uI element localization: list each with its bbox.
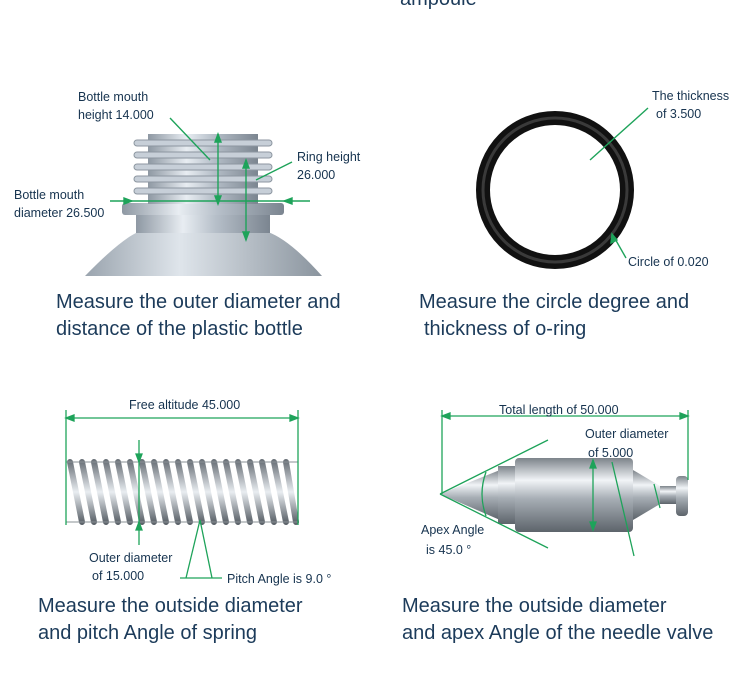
pitch-angle-value: Pitch Angle is 9.0 °	[227, 572, 332, 586]
ring-height-value: 26.000	[297, 168, 336, 182]
needle-outer-diameter-value: of 5.000	[588, 446, 634, 460]
needle-caption-line2: and apex Angle of the needle valve	[402, 622, 714, 644]
needle-caption-line1: Measure the outside diameter	[402, 595, 667, 617]
bottle-mouth-height-value: height 14.000	[78, 108, 154, 122]
needle-outer-diameter-label: Outer diameter	[585, 427, 669, 441]
apex-angle-label: Apex Angle	[421, 523, 485, 537]
top-fragment-text: ampoule	[400, 0, 477, 11]
total-length-value: Total length of 50.000	[499, 403, 619, 417]
spring-outer-diameter-value: of 15.000	[92, 569, 145, 583]
bottle-mouth-diameter-value: diameter 26.500	[14, 206, 105, 220]
spring-outer-diameter-label: Outer diameter	[89, 551, 173, 565]
bottle-caption-line2: distance of the plastic bottle	[56, 318, 303, 340]
bottle-mouth-diameter-label: Bottle mouth	[14, 188, 85, 202]
apex-angle-value: is 45.0 °	[426, 543, 472, 557]
bottle-mouth-height-label: Bottle mouth	[78, 90, 149, 104]
circle-value: Circle of 0.020	[628, 255, 709, 269]
spring-caption-line1: Measure the outside diameter	[38, 595, 303, 617]
ring-height-label: Ring height	[297, 150, 361, 164]
o-ring-caption-line2: thickness of o-ring	[424, 318, 587, 340]
bottle-caption-line1: Measure the outer diameter and	[56, 291, 341, 313]
thickness-label: The thickness	[652, 89, 730, 103]
free-altitude-value: Free altitude 45.000	[129, 398, 241, 412]
thickness-value: of 3.500	[656, 107, 702, 121]
spring-caption-line2: and pitch Angle of spring	[38, 622, 258, 644]
o-ring-caption-line1: Measure the circle degree and	[419, 291, 690, 313]
